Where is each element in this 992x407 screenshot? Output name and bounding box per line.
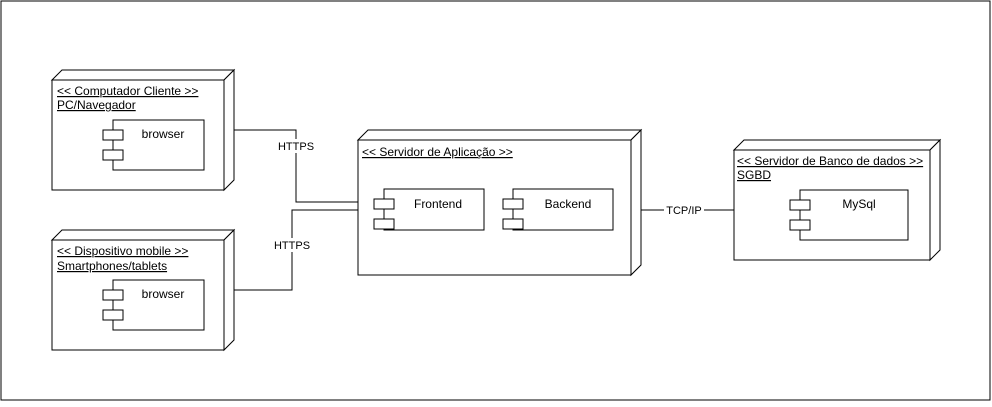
node-name: Smartphones/tablets [57,259,167,273]
edge-label-https-2: HTTPS [270,238,314,252]
node-name: SGBD [737,168,771,182]
component-backend[interactable]: Backend [502,188,614,231]
svg-text:TCP/IP: TCP/IP [666,205,701,217]
component-browser[interactable]: browser [102,119,205,171]
component-frontend[interactable]: Frontend [373,188,485,231]
node-client-pc[interactable]: << Computador Cliente >> PC/Navegador br… [50,68,236,192]
edge-label-https-1: HTTPS [274,139,318,153]
edge-label-tcpip: TCP/IP [664,203,704,217]
svg-text:HTTPS: HTTPS [274,240,310,252]
node-stereotype: << Servidor de Aplicação >> [362,145,513,159]
node-stereotype: << Computador Cliente >> [57,84,198,98]
node-mobile[interactable]: << Dispositivo mobile >> Smartphones/tab… [50,228,236,352]
node-stereotype: << Servidor de Banco de dados >> [737,154,923,168]
component-mysql[interactable]: MySql [789,189,909,241]
component-label: browser [142,127,185,141]
component-label: browser [142,287,185,301]
node-stereotype: << Dispositivo mobile >> [57,244,188,258]
node-db-server[interactable]: << Servidor de Banco de dados >> SGBD My… [732,138,942,262]
connector-client-pc [234,129,358,203]
component-label: Backend [545,197,592,211]
component-browser[interactable]: browser [102,279,205,331]
node-name: PC/Navegador [57,98,136,112]
svg-text:HTTPS: HTTPS [278,141,314,153]
component-label: MySql [842,197,875,211]
node-app-server[interactable]: << Servidor de Aplicação >> Frontend Bac… [356,128,643,277]
component-label: Frontend [414,197,462,211]
